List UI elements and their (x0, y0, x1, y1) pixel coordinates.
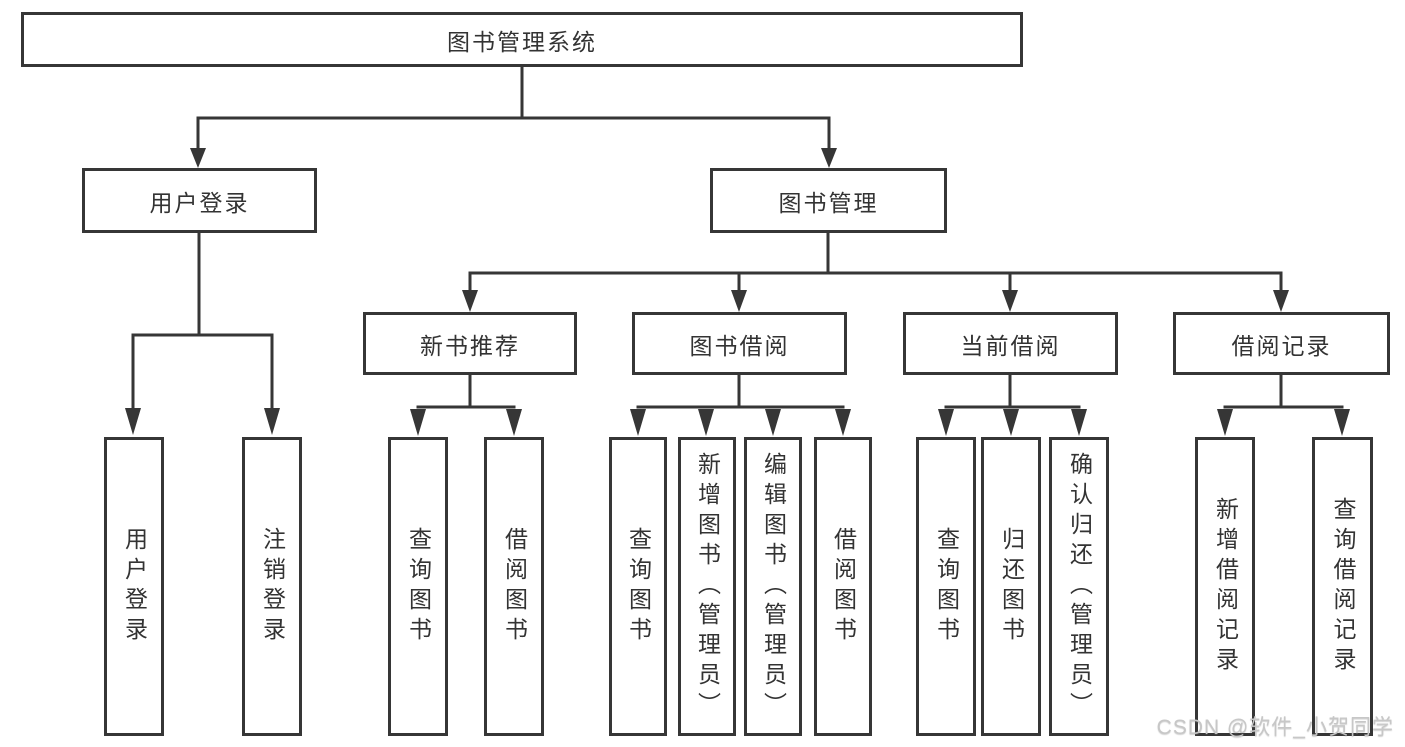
leaf-logout: 注销登录 (242, 437, 302, 736)
leaf-query-book-borrowing: 查询图书 (609, 437, 667, 736)
leaf-borrow-book-borrowing: 借阅图书 (814, 437, 872, 736)
node-user-login: 用户登录 (82, 168, 317, 233)
node-root-library-system: 图书管理系统 (21, 12, 1023, 67)
leaf-add-book-admin-label: 新增图书（管理员） (694, 451, 721, 722)
leaf-query-book-current: 查询图书 (916, 437, 976, 736)
leaf-query-borrow-record: 查询借阅记录 (1312, 437, 1373, 736)
leaf-edit-book-admin-label: 编辑图书（管理员） (760, 451, 787, 722)
leaf-confirm-return-admin-label: 确认归还（管理员） (1066, 451, 1093, 722)
leaf-query-borrow-record-label: 查询借阅记录 (1330, 496, 1356, 677)
leaf-add-borrow-record-label: 新增借阅记录 (1212, 496, 1239, 677)
leaf-user-login-label: 用户登录 (121, 526, 148, 647)
leaf-borrow-book-newbook-label: 借阅图书 (501, 526, 528, 647)
connector-stems (131, 67, 1283, 410)
leaf-add-borrow-record: 新增借阅记录 (1195, 437, 1255, 736)
node-new-book-recommend: 新书推荐 (363, 312, 577, 375)
leaf-query-book-current-label: 查询图书 (933, 526, 960, 647)
leaf-return-book-label: 归还图书 (998, 526, 1025, 647)
node-book-borrowing: 图书借阅 (632, 312, 847, 375)
connector-crossbars (131, 116, 1344, 409)
leaf-add-book-admin: 新增图书（管理员） (678, 437, 736, 736)
leaf-return-book: 归还图书 (981, 437, 1041, 736)
leaf-confirm-return-admin: 确认归还（管理员） (1049, 437, 1109, 736)
node-book-management: 图书管理 (710, 168, 947, 233)
csdn-watermark: CSDN @软件_小贺同学 (1156, 716, 1394, 739)
leaf-logout-label: 注销登录 (259, 526, 286, 647)
leaf-query-book-newbook-label: 查询图书 (405, 526, 432, 647)
node-borrowing-records: 借阅记录 (1173, 312, 1390, 375)
node-current-borrowing: 当前借阅 (903, 312, 1118, 375)
leaf-edit-book-admin: 编辑图书（管理员） (744, 437, 802, 736)
leaf-query-book-borrowing-label: 查询图书 (625, 526, 652, 647)
arrowheads (125, 148, 1350, 436)
leaf-query-book-newbook: 查询图书 (388, 437, 448, 736)
leaf-borrow-book-borrowing-label: 借阅图书 (830, 526, 857, 647)
leaf-user-login: 用户登录 (104, 437, 164, 736)
leaf-borrow-book-newbook: 借阅图书 (484, 437, 544, 736)
